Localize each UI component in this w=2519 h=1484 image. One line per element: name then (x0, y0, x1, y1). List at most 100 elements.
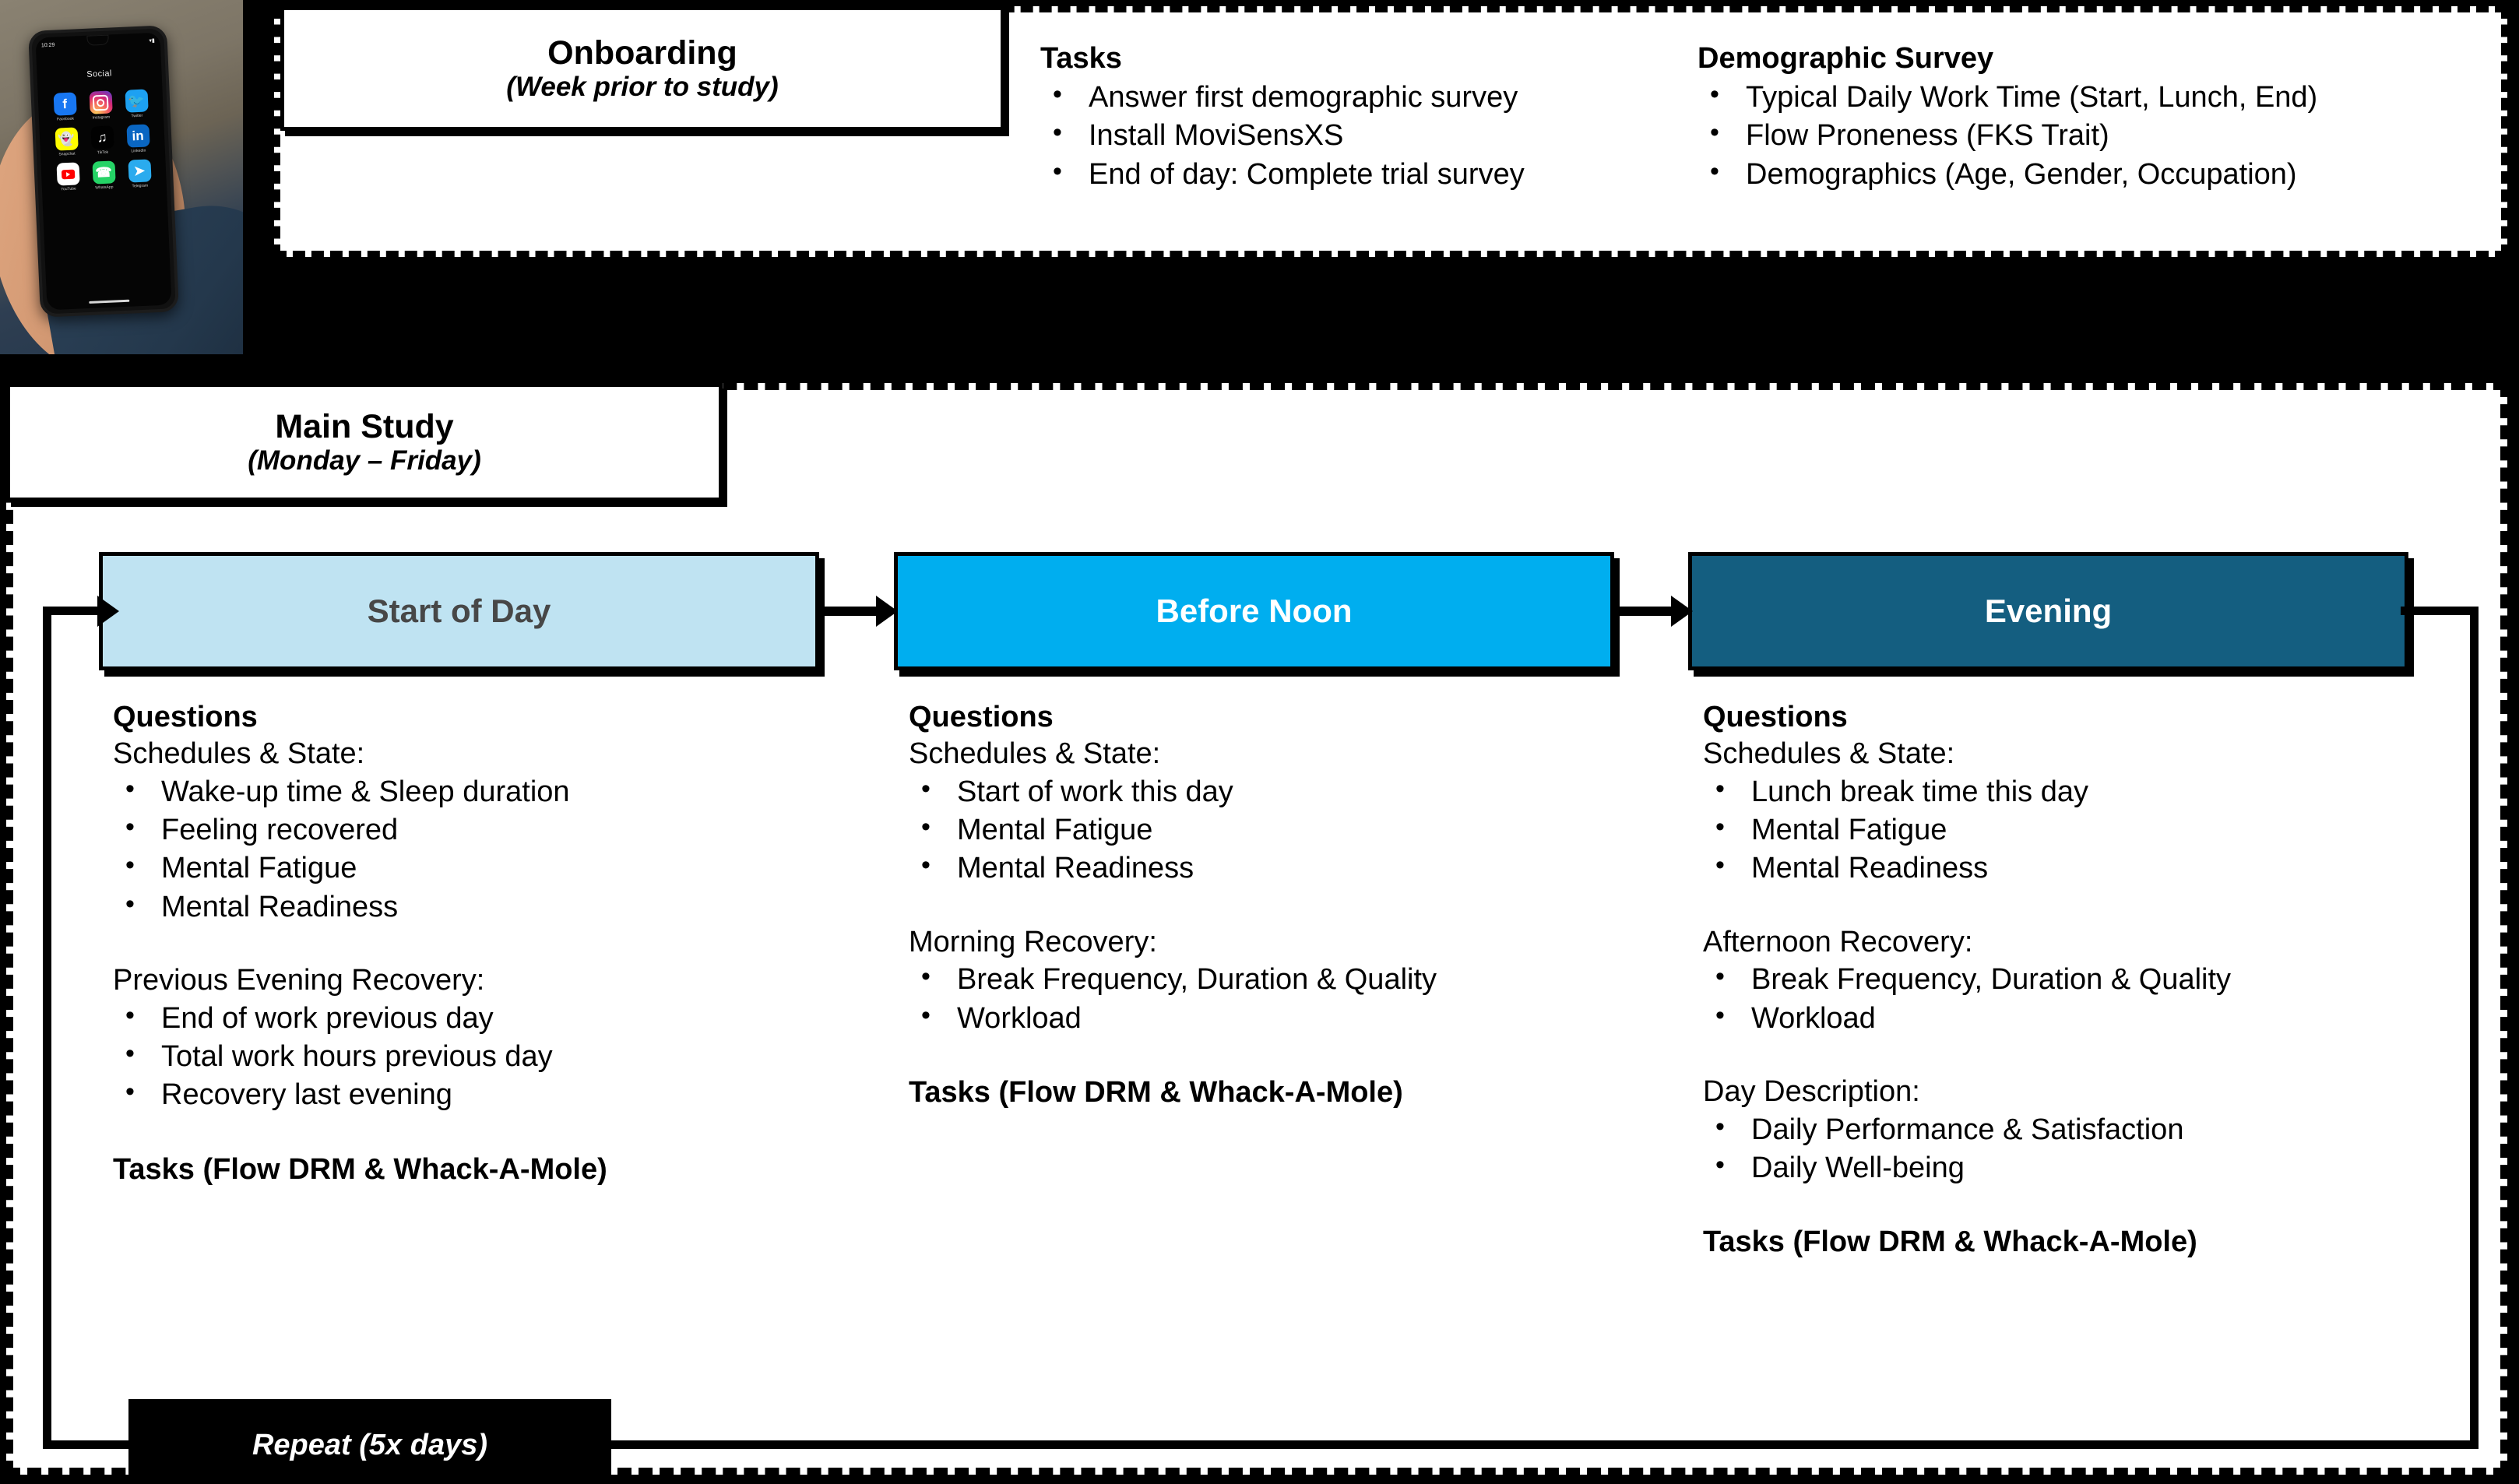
group-list: Break Frequency, Duration & Quality Work… (909, 959, 1687, 1038)
group-list: Daily Performance & Satisfaction Daily W… (1703, 1109, 2482, 1188)
facebook-icon: f (53, 92, 77, 116)
folder-title: Social (86, 69, 112, 79)
loop-segment-bottom-horizontal (270, 1440, 2479, 1449)
group-label: Schedules & State: (113, 737, 365, 771)
question-group: Schedules & State: Start of work this da… (909, 736, 1687, 888)
tasks-line: Tasks (Flow DRM & Whack-A-Mole) (909, 1076, 1403, 1109)
status-icons: ▾▮ (149, 37, 155, 44)
app-label: Facebook (56, 116, 75, 122)
app-label: Twitter (131, 113, 143, 119)
list-item: Mental Readiness (909, 848, 1687, 888)
demographic-survey-heading: Demographic Survey (1698, 42, 1994, 75)
question-group: Afternoon Recovery: Break Frequency, Dur… (1703, 924, 2482, 1038)
list-item: End of day: Complete trial survey (1040, 154, 1726, 194)
loop-segment-left-horizontal (43, 1440, 128, 1449)
instagram-icon (89, 90, 113, 114)
phase-box-start-of-day[interactable]: Start of Day (99, 552, 819, 670)
onboarding-demographic-column: Demographic Survey Typical Daily Work Ti… (1698, 42, 2484, 194)
list-item: Total work hours previous day (113, 1036, 892, 1076)
main-study-title: Main Study (275, 408, 454, 446)
app-label: LinkedIn (131, 148, 146, 154)
group-label: Schedules & State: (1703, 737, 1955, 771)
app-twitter: 🐦Twitter (120, 89, 153, 119)
list-item: Workload (909, 998, 1687, 1038)
onboarding-section: Onboarding (Week prior to study) Tasks A… (274, 6, 2507, 257)
question-group: Morning Recovery: Break Frequency, Durat… (909, 924, 1687, 1038)
home-indicator (89, 299, 130, 304)
app-instagram: Instagram (85, 90, 118, 121)
list-item: Mental Fatigue (113, 848, 892, 888)
list-item: Feeling recovered (113, 810, 892, 849)
list-item: Break Frequency, Duration & Quality (909, 959, 1687, 999)
list-item: Typical Daily Work Time (Start, Lunch, E… (1698, 77, 2484, 117)
repeat-bar: Repeat (5x days) (128, 1399, 611, 1484)
status-time: 10:29 (40, 42, 55, 48)
list-item: Lunch break time this day (1703, 772, 2482, 811)
app-label: Telegram (132, 183, 149, 189)
linkedin-icon: in (125, 124, 150, 148)
phase-label: Start of Day (367, 593, 551, 629)
phase-label: Before Noon (1156, 593, 1353, 629)
app-label: YouTube (61, 186, 76, 192)
list-item: End of work previous day (113, 998, 892, 1038)
app-whatsapp: ☎WhatsApp (87, 160, 120, 191)
group-label: Day Description: (1703, 1075, 1920, 1109)
group-label: Morning Recovery: (909, 925, 1157, 958)
phase-box-evening[interactable]: Evening (1688, 552, 2408, 670)
onboarding-tasks-list: Answer first demographic survey Install … (1040, 77, 1726, 194)
list-item: Mental Fatigue (909, 810, 1687, 849)
list-item: Mental Fatigue (1703, 810, 2482, 849)
main-study-section: Main Study (Monday – Friday) Start of Da… (6, 383, 2507, 1484)
youtube-icon (55, 162, 80, 186)
phase-content-evening: Questions Schedules & State: Lunch break… (1703, 700, 2482, 1261)
phase-content-start-of-day: Questions Schedules & State: Wake-up tim… (113, 700, 892, 1187)
list-item: Mental Readiness (1703, 848, 2482, 888)
app-label: TikTok (97, 149, 109, 156)
questions-heading: Questions (1703, 701, 1848, 733)
onboarding-tasks-column: Tasks Answer first demographic survey In… (1040, 42, 1726, 194)
question-group: Schedules & State: Wake-up time & Sleep … (113, 736, 892, 927)
list-item: Start of work this day (909, 772, 1687, 811)
question-group: Day Description: Daily Performance & Sat… (1703, 1074, 2482, 1187)
question-group: Schedules & State: Lunch break time this… (1703, 736, 2482, 888)
list-item: Daily Well-being (1703, 1148, 2482, 1187)
phase-content-before-noon: Questions Schedules & State: Start of wo… (909, 700, 1687, 1111)
list-item: Wake-up time & Sleep duration (113, 772, 892, 811)
repeat-label: Repeat (5x days) (252, 1428, 487, 1461)
list-item: Install MoviSensXS (1040, 115, 1726, 155)
phase-box-before-noon[interactable]: Before Noon (894, 552, 1614, 670)
onboarding-title: Onboarding (547, 34, 737, 72)
tasks-line: Tasks (Flow DRM & Whack-A-Mole) (113, 1152, 607, 1186)
arrow-noon-to-evening-icon (1617, 596, 1693, 627)
group-list: Wake-up time & Sleep duration Feeling re… (113, 772, 892, 927)
onboarding-tasks-heading: Tasks (1040, 42, 1122, 75)
loop-segment-left-vertical (43, 607, 51, 1449)
list-item: Answer first demographic survey (1040, 77, 1726, 117)
app-youtube: YouTube (51, 162, 84, 192)
main-study-title-box: Main Study (Monday – Friday) (6, 383, 723, 501)
loop-segment-right-horizontal (2401, 607, 2479, 615)
list-item: Daily Performance & Satisfaction (1703, 1109, 2482, 1149)
twitter-icon: 🐦 (124, 89, 149, 113)
phone-status-bar: 10:29 ▾▮ (41, 36, 155, 50)
list-item: Break Frequency, Duration & Quality (1703, 959, 2482, 999)
list-item: Demographics (Age, Gender, Occupation) (1698, 154, 2484, 194)
arrow-start-to-noon-icon (821, 596, 898, 627)
question-group: Previous Evening Recovery: End of work p… (113, 962, 892, 1115)
tiktok-icon: ♫ (90, 125, 114, 149)
group-list: End of work previous day Total work hour… (113, 998, 892, 1115)
list-item: Mental Readiness (113, 887, 892, 927)
group-list: Start of work this day Mental Fatigue Me… (909, 772, 1687, 888)
group-list: Break Frequency, Duration & Quality Work… (1703, 959, 2482, 1038)
group-list: Lunch break time this day Mental Fatigue… (1703, 772, 2482, 888)
whatsapp-icon: ☎ (91, 160, 116, 185)
list-item: Workload (1703, 998, 2482, 1038)
app-snapchat: 👻Snapchat (51, 127, 83, 157)
app-label: Snapchat (58, 151, 76, 157)
